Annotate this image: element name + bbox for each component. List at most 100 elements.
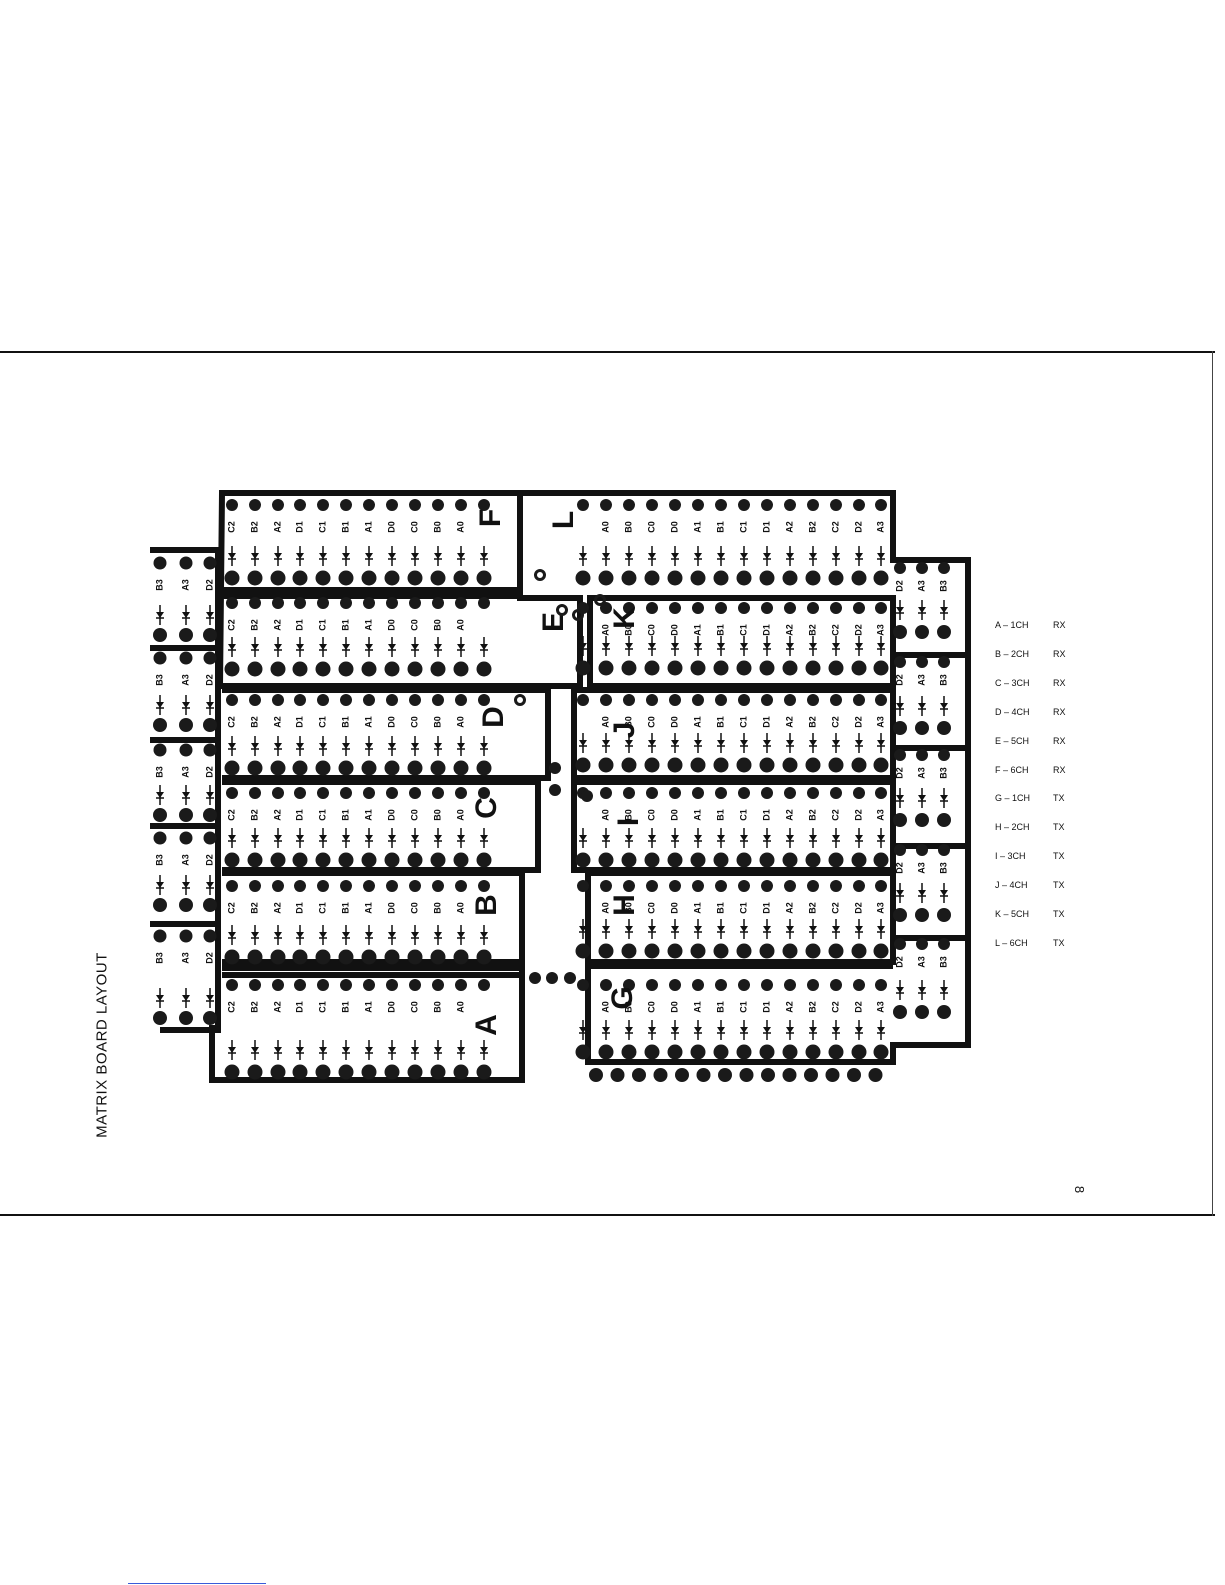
solder-pad [807,694,819,706]
solder-pad [430,570,446,586]
diode-symbol [342,835,350,841]
diode-symbol [855,643,863,649]
solder-pad [600,979,612,991]
diode-symbol [763,740,771,746]
solder-pad [577,499,589,511]
diode-symbol [602,740,610,746]
line-label: B0 [432,1001,442,1013]
line-label: B0 [623,624,633,636]
solder-pad [713,757,729,773]
diode-symbol [717,926,725,932]
solder-pad [761,1068,775,1082]
diode-symbol [296,743,304,749]
diode-symbol [365,835,373,841]
solder-pad [828,852,844,868]
diode-symbol [602,643,610,649]
legend-channel: F – 6CH [995,764,1029,775]
solder-pad [476,1064,492,1080]
solder-pad [432,979,444,991]
diode-symbol [434,1047,442,1053]
line-label: A1 [363,809,373,821]
solder-pad [667,570,683,586]
solder-pad [713,852,729,868]
legend-channel: K – 5CH [995,909,1030,919]
solder-pad [564,972,576,984]
diode-symbol [763,1027,771,1033]
line-label: D0 [669,809,679,821]
solder-pad [828,1044,844,1060]
solder-pad [853,499,865,511]
solder-pad [478,499,490,511]
line-label: A2 [272,809,282,821]
board-trace [216,490,583,689]
line-label: A3 [916,674,926,686]
line-label: B3 [938,767,948,779]
solder-pad [715,787,727,799]
line-label: A1 [692,716,702,728]
solder-pad [828,757,844,773]
diode-symbol [319,553,327,559]
line-label: D2 [853,624,863,636]
line-label: D1 [294,521,304,533]
board-trace [150,921,221,1033]
diode-symbol [940,607,948,613]
legend-direction: RX [1053,735,1066,746]
solder-pad [226,979,238,991]
line-label: A1 [692,902,702,914]
line-label: C0 [646,521,656,533]
legend-channel: J – 4CH [995,880,1028,891]
solder-pad [294,597,306,609]
legend-channel: A – 1CH [995,620,1029,630]
diode-symbol [434,835,442,841]
solder-pad [247,852,263,868]
solder-pad [249,880,261,892]
diode-symbol [832,643,840,649]
solder-pad [736,757,752,773]
solder-pad [432,787,444,799]
diode-symbol [740,740,748,746]
solder-pad [572,609,584,621]
line-label: B3 [154,766,164,778]
diode-symbol [671,740,679,746]
solder-pad [317,787,329,799]
solder-pad [317,880,329,892]
diode-symbol [625,740,633,746]
solder-pad [784,602,796,614]
diode-symbol [434,932,442,938]
diode-symbol [206,612,214,618]
solder-pad [386,597,398,609]
diode-symbol [579,740,587,746]
solder-pad [430,661,446,677]
solder-pad [203,831,217,845]
solder-pad [784,979,796,991]
solder-pad [270,1064,286,1080]
line-label: D0 [669,716,679,728]
diode-symbol [940,987,948,993]
diode-symbol [342,553,350,559]
diode-symbol [388,743,396,749]
solder-pad [361,661,377,677]
line-label: C1 [317,716,327,728]
diode-symbol [786,643,794,649]
diode-symbol [940,890,948,896]
diode-symbol [365,1047,373,1053]
line-label: C2 [226,619,236,631]
solder-pad [937,813,951,827]
line-label: D2 [204,674,214,686]
line-label: A3 [916,956,926,968]
diode-symbol [918,890,926,896]
solder-pad [453,570,469,586]
diode-symbol [786,740,794,746]
solder-pad [828,943,844,959]
diode-symbol [251,553,259,559]
line-label: B2 [807,902,817,914]
line-label: A1 [692,809,702,821]
diode-symbol [434,644,442,650]
solder-pad [153,628,167,642]
solder-pad [621,852,637,868]
diode-symbol [918,987,926,993]
solder-pad [893,813,907,827]
solder-pad [476,570,492,586]
line-label: B0 [623,716,633,728]
diode-symbol [877,643,885,649]
